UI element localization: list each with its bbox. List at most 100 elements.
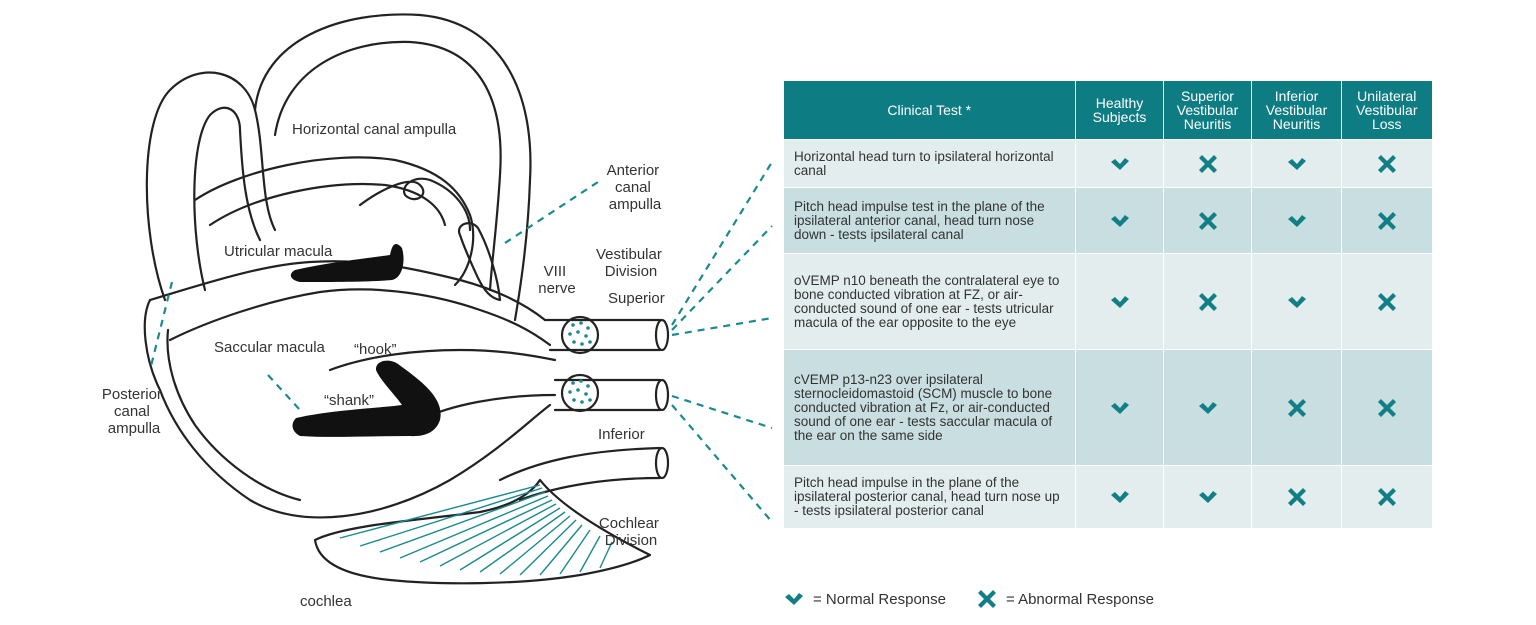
leader-row4 xyxy=(671,394,773,430)
check-icon xyxy=(1197,397,1219,419)
clinical-test-cell: Pitch head impulse test in the plane of … xyxy=(783,187,1076,254)
legend-normal-label: = Normal Response xyxy=(813,590,946,608)
check-icon xyxy=(1109,486,1131,508)
result-cell xyxy=(1341,253,1432,350)
check-icon xyxy=(1109,291,1131,313)
horizontal-canal xyxy=(193,156,475,287)
header-healthy-subjects: Healthy Subjects xyxy=(1075,81,1164,140)
anterior-canal-inner xyxy=(193,106,262,292)
cross-icon xyxy=(1376,210,1398,232)
clinical-test-cell: cVEMP p13-n23 over ipsilateral sternocle… xyxy=(783,349,1076,466)
inner-ear-diagram: Horizontal canal ampulla Anterior canal … xyxy=(102,13,773,610)
clinical-test-table: Clinical Test * Healthy Subjects Superio… xyxy=(783,81,1432,528)
label-cochlear-division: Cochlear Division xyxy=(599,515,663,549)
cross-icon xyxy=(1286,486,1308,508)
posterior-ampulla xyxy=(143,298,552,519)
legend-normal: = Normal Response xyxy=(783,588,946,610)
cross-icon xyxy=(1376,291,1398,313)
result-cell xyxy=(1251,253,1342,350)
table-row: Horizontal head turn to ipsilateral hori… xyxy=(783,139,1432,188)
horizontal-canal-inner xyxy=(208,182,447,227)
cross-icon xyxy=(976,588,998,610)
table-row: Pitch head impulse test in the plane of … xyxy=(783,187,1432,254)
label-shank: “shank” xyxy=(324,392,374,409)
label-inferior: Inferior xyxy=(598,426,645,443)
header-clinical-test: Clinical Test * xyxy=(783,81,1076,140)
result-cell xyxy=(1075,465,1164,528)
cross-icon xyxy=(1197,291,1219,313)
cross-icon xyxy=(1376,397,1398,419)
result-cell xyxy=(1341,187,1432,254)
check-icon xyxy=(1109,153,1131,175)
leader-row1 xyxy=(671,161,773,326)
label-vestibular-division: Vestibular Division xyxy=(596,246,666,280)
result-cell xyxy=(1163,187,1252,254)
check-icon xyxy=(1109,397,1131,419)
table-row: cVEMP p13-n23 over ipsilateral sternocle… xyxy=(783,349,1432,466)
anterior-ampulla-leader xyxy=(504,181,599,244)
cross-icon xyxy=(1286,397,1308,419)
check-icon xyxy=(1286,153,1308,175)
result-cell xyxy=(1075,187,1164,254)
cochlear-fibers xyxy=(339,484,613,576)
inferior-nerve-end xyxy=(654,378,670,412)
ganglion-dots xyxy=(568,321,592,404)
saccule xyxy=(328,348,557,372)
result-cell xyxy=(1251,465,1342,528)
check-icon xyxy=(1286,210,1308,232)
anterior-ampulla-shape xyxy=(457,222,502,302)
utricular-macula-shape xyxy=(290,244,404,282)
cochlear-nerve-trunk xyxy=(498,446,662,502)
posterior-canal-outer xyxy=(253,13,532,322)
result-cell xyxy=(1075,139,1164,188)
table-row: oVEMP n10 beneath the contralateral eye … xyxy=(783,253,1432,350)
label-viii-nerve: VIII nerve xyxy=(538,263,576,297)
result-cell xyxy=(1163,465,1252,528)
cross-icon xyxy=(1197,210,1219,232)
saccular-macula-shape xyxy=(292,360,441,437)
superior-nerve-end xyxy=(654,318,670,352)
canal-loop xyxy=(358,177,472,232)
label-posterior-canal-ampulla: Posterior canal ampulla xyxy=(102,386,166,437)
header-superior-vestibular-neuritis: Superior Vestibular Neuritis xyxy=(1163,81,1252,140)
leader-row5 xyxy=(671,404,773,523)
saccular-leader xyxy=(267,374,301,411)
label-anterior-canal-ampulla: Anterior canal ampulla xyxy=(607,162,664,213)
label-utricular-macula: Utricular macula xyxy=(224,243,333,260)
posterior-ampulla-inner xyxy=(166,328,302,502)
legend-abnormal: = Abnormal Response xyxy=(976,588,1154,610)
cross-icon xyxy=(1197,153,1219,175)
clinical-test-cell: Horizontal head turn to ipsilateral hori… xyxy=(783,139,1076,188)
cross-icon xyxy=(1376,153,1398,175)
result-cell xyxy=(1163,139,1252,188)
check-icon xyxy=(1286,291,1308,313)
legend: = Normal Response = Abnormal Response xyxy=(783,586,1184,612)
header-unilateral-vestibular-loss: Unilateral Vestibular Loss xyxy=(1341,81,1432,140)
utricle-lower xyxy=(168,288,552,347)
cochlear-nerve-end xyxy=(654,446,670,480)
anterior-canal-outer xyxy=(145,71,277,302)
result-cell xyxy=(1163,253,1252,350)
result-cell xyxy=(1251,187,1342,254)
result-cell xyxy=(1075,349,1164,466)
result-cell xyxy=(1341,349,1432,466)
posterior-canal-inner xyxy=(273,40,502,292)
posterior-ampulla-leader xyxy=(148,281,174,371)
inferior-ganglion xyxy=(560,373,600,413)
result-cell xyxy=(1341,465,1432,528)
label-saccular-macula: Saccular macula xyxy=(214,339,326,356)
result-cell xyxy=(1251,139,1342,188)
header-inferior-vestibular-neuritis: Inferior Vestibular Neuritis xyxy=(1251,81,1342,140)
check-icon xyxy=(1109,210,1131,232)
superior-ganglion xyxy=(560,315,600,355)
label-cochlea: cochlea xyxy=(300,593,352,610)
inferior-nerve-trunk xyxy=(553,378,662,412)
table-header-row: Clinical Test * Healthy Subjects Superio… xyxy=(783,81,1432,140)
table-row: Pitch head impulse in the plane of the i… xyxy=(783,465,1432,528)
legend-abnormal-label: = Abnormal Response xyxy=(1005,590,1154,608)
clinical-test-cell: oVEMP n10 beneath the contralateral eye … xyxy=(783,253,1076,350)
label-hook: “hook” xyxy=(354,341,397,358)
clinical-test-cell: Pitch head impulse in the plane of the i… xyxy=(783,465,1076,528)
label-superior: Superior xyxy=(608,290,665,307)
cross-icon xyxy=(1376,486,1398,508)
